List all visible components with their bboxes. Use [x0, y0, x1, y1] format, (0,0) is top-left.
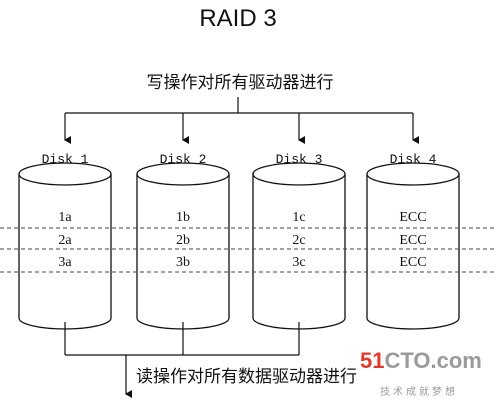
cylinder-body	[252, 174, 346, 330]
cylinder-top	[252, 162, 346, 186]
diagram-title: RAID 3	[199, 5, 276, 32]
watermark-brand: 51CTO.com	[360, 348, 482, 373]
block-label: 1b	[176, 210, 190, 225]
cylinder-top	[18, 162, 112, 186]
cylinder-body	[18, 174, 112, 330]
cylinder-top	[136, 162, 230, 186]
read-connectors	[64, 322, 300, 398]
block-label: 1c	[292, 210, 305, 225]
watermark-tagline: 技术成就梦想	[380, 385, 458, 398]
block-label: 2a	[58, 233, 72, 248]
cylinder-body	[136, 174, 230, 330]
stripe-lines	[0, 227, 497, 273]
cylinder-body	[366, 174, 460, 330]
write-caption: 写操作对所有驱动器进行	[147, 73, 334, 93]
block-label: ECC	[399, 210, 426, 225]
block-label: 2c	[292, 233, 305, 248]
block-label: 3a	[58, 255, 72, 270]
block-label: 3c	[292, 255, 305, 270]
cylinder-top	[366, 162, 460, 186]
watermark-logo: 51CTO.com 技术成就梦想	[360, 348, 482, 398]
block-label: 2b	[176, 233, 190, 248]
block-label: 3b	[176, 255, 190, 270]
read-caption: 读操作对所有数据驱动器进行	[136, 367, 357, 387]
block-label: ECC	[399, 233, 426, 248]
block-label: 1a	[58, 210, 72, 225]
write-connectors	[64, 97, 419, 144]
block-label: ECC	[399, 255, 426, 270]
